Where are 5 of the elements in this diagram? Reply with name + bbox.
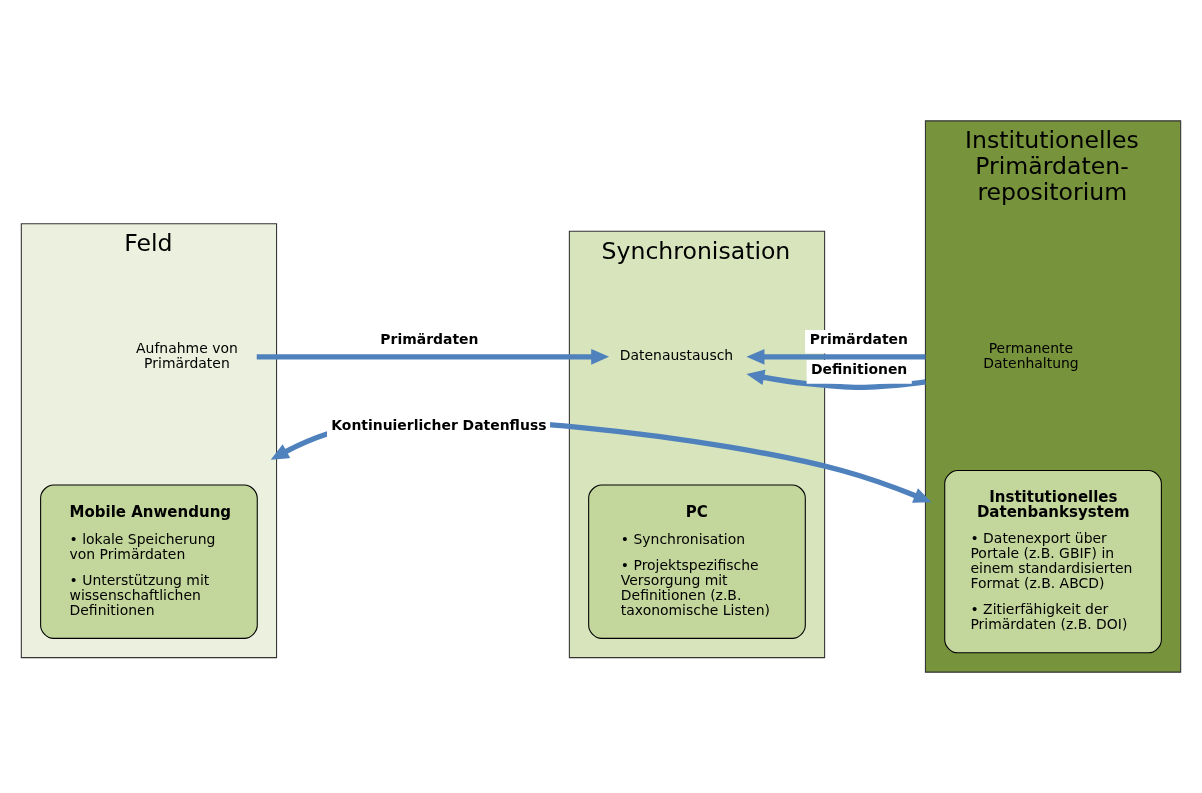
edge-label: Kontinuierlicher Datenfluss (331, 417, 547, 434)
node-text: Datenaustausch (619, 347, 734, 364)
node-text: Permanente Datenhaltung (983, 339, 1079, 371)
edge-label: Primärdaten (380, 331, 479, 348)
node-text: Aufnahme von Primärdaten (136, 339, 238, 371)
